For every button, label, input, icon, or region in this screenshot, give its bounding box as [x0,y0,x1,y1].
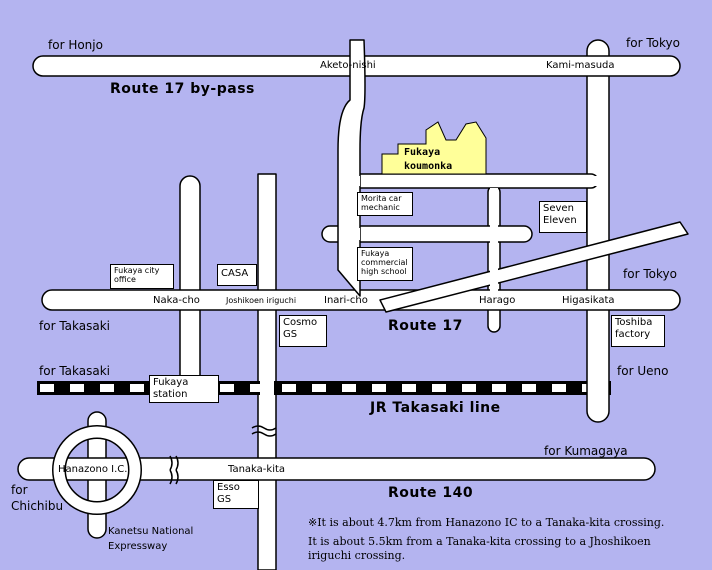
direction-for-honjo: for Honjo [48,38,103,52]
landmark-fukaya-city-office: Fukaya city office [110,264,174,289]
landmark-fukaya-commercial-high-school: Fukaya commercial high school [357,247,413,281]
road-diagonal-tokyo [379,221,689,313]
road-name-jr-line: JR Takasaki line [370,400,501,416]
road-name-route17: Route 17 [388,318,463,334]
landmark-toshiba-factory: Toshiba factory [611,315,665,347]
intersection-joshikoen-iriguchi: Joshikoen iriguchi [226,296,297,305]
road-naka-cho-vertical [179,175,201,399]
intersection-aketo-nishi: Aketo-nishi [320,60,376,71]
road-tokyo-vertical [586,39,610,423]
road-route17 [41,289,681,311]
landmark-fukaya-station: Fukaya station [149,375,219,403]
direction-for-ueno: for Ueno [617,364,669,378]
landmark-esso-gs: Esso GS [213,480,259,509]
landmark-morita-car-mechanic: Morita car mechanic [357,192,413,216]
direction-for-takasaki-2: for Takasaki [39,364,110,378]
direction-for-takasaki-1: for Takasaki [39,319,110,333]
fukaya-koumonka-label: Fukaya koumonka [404,147,453,172]
intersection-hanazono-ic: Hanazono I.C. [58,464,128,475]
road-side-1 [339,173,599,189]
direction-for-chichibu: for Chichibu [11,483,64,514]
intersection-kami-masuda: Kami-masuda [546,60,615,71]
intersection-harago: Harago [479,295,516,306]
direction-for-kumagaya: for Kumagaya [544,444,628,458]
road-name-expressway: Kanetsu National Expressway [108,526,194,552]
intersection-inari-cho: Inari-cho [324,295,368,306]
intersection-tanaka-kita: Tanaka-kita [228,464,286,475]
distance-note-1: ※It is about 4.7km from Hanazono IC to a… [308,516,665,529]
road-joshikoen-vertical [257,173,277,570]
fukaya-koumonka-building [381,121,487,175]
direction-for-tokyo-mid: for Tokyo [623,267,677,281]
intersection-higasikata: Higasikata [562,295,615,306]
road-side-2 [321,225,533,243]
road-name-route140: Route 140 [388,485,474,501]
road-break-marks [169,425,277,485]
landmark-cosmo-gs: Cosmo GS [279,315,327,347]
direction-for-tokyo-top: for Tokyo [626,36,680,50]
intersection-naka-cho: Naka-cho [153,295,200,306]
landmark-seven-eleven: Seven Eleven [539,201,587,233]
jr-takasaki-railway [37,381,611,395]
distance-note-2: It is about 5.5km from a Tanaka-kita cro… [308,535,651,562]
road-name-route17-bypass: Route 17 by-pass [110,81,255,97]
landmark-casa: CASA [217,264,257,286]
